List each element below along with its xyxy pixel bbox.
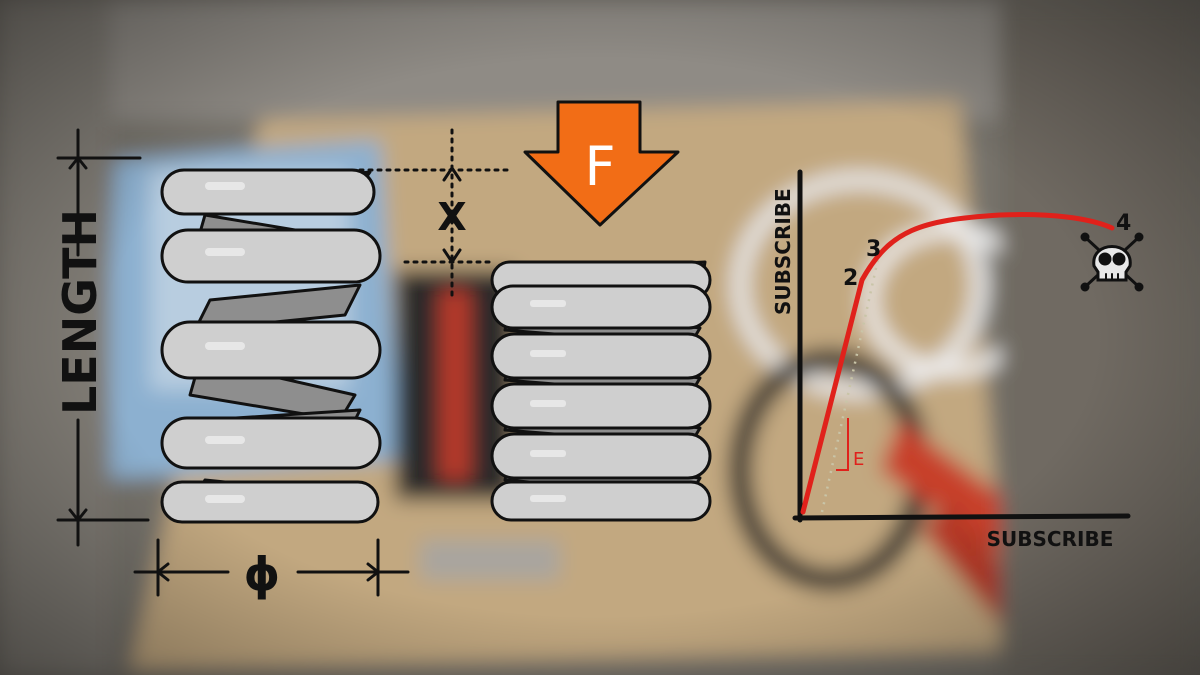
compressed-spring (490, 260, 712, 522)
stress-strain-curve (800, 212, 1115, 515)
diameter-label: ϕ (244, 547, 281, 601)
force-arrow: F (523, 100, 680, 227)
graph: E SUBSCRIBE SUBSCRIBE 2 3 4 (771, 169, 1144, 551)
free-spring-highlights (205, 182, 245, 503)
compressed-spring-highlights (530, 300, 566, 502)
free-spring (160, 168, 382, 524)
modulus-label: E (853, 449, 864, 470)
length-dimension (56, 128, 512, 547)
x-axis (792, 513, 1131, 521)
force-label: F (584, 135, 615, 198)
modulus-marker (836, 418, 849, 471)
diameter-dimension (133, 538, 410, 597)
y-axis-label: SUBSCRIBE (771, 188, 795, 315)
point-2-label: 2 (843, 266, 858, 291)
deflection-label: X (437, 195, 466, 239)
deflection-dimension (403, 128, 497, 302)
skull-crossbones-icon (1080, 232, 1144, 292)
point-4-label: 4 (1116, 211, 1131, 236)
point-3-label: 3 (866, 237, 881, 262)
x-axis-label: SUBSCRIBE (987, 527, 1114, 551)
length-label: LENGTH (53, 209, 107, 415)
